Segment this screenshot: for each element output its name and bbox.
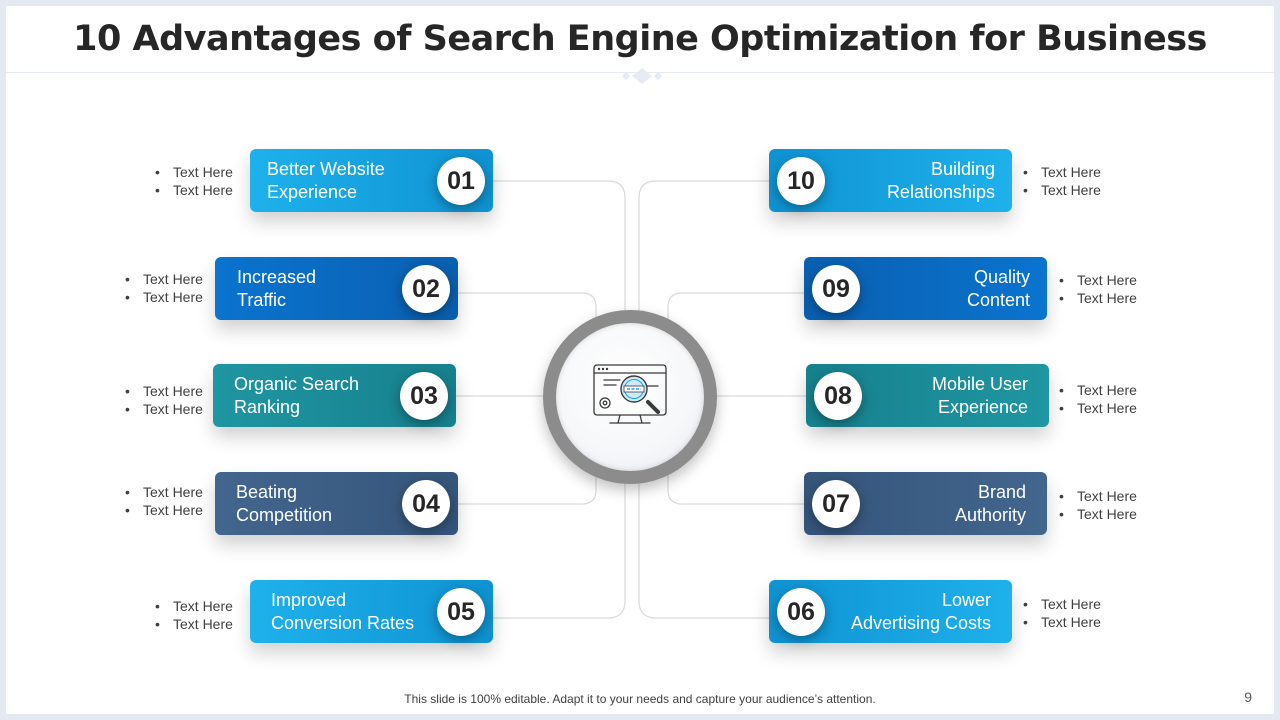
bullet-list-01: Text Here Text Here [155,163,233,199]
bullet-item: Text Here [1023,181,1101,199]
advantage-label: Organic Search Ranking [234,373,360,417]
bullet-list-03: Text Here Text Here [125,382,203,418]
bullet-item: Text Here [155,615,233,633]
number-badge: 08 [814,371,862,420]
number-badge: 01 [437,156,485,205]
number-badge: 03 [400,371,448,420]
seo-monitor-magnifier-icon [593,364,667,424]
bullet-item: Text Here [125,382,203,400]
bullet-list-05: Text Here Text Here [155,597,233,633]
advantage-label: Improved Conversion Rates [271,589,415,633]
advantage-label: Better Website Experience [267,158,385,202]
diamond-divider-icon [622,68,662,84]
number-badge: 02 [402,264,450,313]
number-badge: 05 [437,587,485,636]
advantage-card-07: 07 Brand Authority [804,472,1047,535]
advantage-card-08: 08 Mobile User Experience [806,364,1049,427]
bullet-list-06: Text Here Text Here [1023,595,1101,631]
advantage-card-04: Beating Competition 04 [215,472,458,535]
bullet-item: Text Here [1059,289,1137,307]
advantage-card-05: Improved Conversion Rates 05 [250,580,493,643]
bullet-list-08: Text Here Text Here [1059,381,1137,417]
bullet-item: Text Here [125,270,203,288]
number-badge: 04 [402,479,450,528]
bullet-item: Text Here [125,501,203,519]
header-bar: 10 Advantages of Search Engine Optimizat… [6,6,1274,73]
bullet-item: Text Here [125,400,203,418]
bullet-item: Text Here [1023,163,1101,181]
bullet-item: Text Here [125,288,203,306]
bullet-list-07: Text Here Text Here [1059,487,1137,523]
bullet-item: Text Here [155,163,233,181]
advantage-card-06: 06 Lower Advertising Costs [769,580,1012,643]
bullet-list-09: Text Here Text Here [1059,271,1137,307]
advantage-card-01: Better Website Experience 01 [250,149,493,212]
number-badge: 06 [777,587,825,636]
advantage-label: Lower Advertising Costs [850,589,991,633]
bullet-item: Text Here [1059,399,1137,417]
bullet-item: Text Here [155,181,233,199]
advantage-label: Quality Content [966,266,1030,310]
number-badge: 07 [812,479,860,528]
advantage-card-10: 10 Building Relationships [769,149,1012,212]
advantage-label: Increased Traffic [237,266,317,310]
number-badge: 09 [812,264,860,313]
bullet-item: Text Here [1023,613,1101,631]
bullet-item: Text Here [1059,271,1137,289]
advantage-card-03: Organic Search Ranking 03 [213,364,456,427]
slide-title: 10 Advantages of Search Engine Optimizat… [73,19,1207,59]
advantage-label: Brand Authority [954,481,1026,525]
number-badge: 10 [777,156,825,205]
bullet-list-10: Text Here Text Here [1023,163,1101,199]
bullet-item: Text Here [125,483,203,501]
bullet-item: Text Here [155,597,233,615]
bullet-list-02: Text Here Text Here [125,270,203,306]
bullet-list-04: Text Here Text Here [125,483,203,519]
advantage-label: Mobile User Experience [931,373,1028,417]
advantage-label: Building Relationships [886,158,995,202]
advantage-label: Beating Competition [236,481,333,525]
page-number: 9 [1244,689,1252,705]
advantage-card-09: 09 Quality Content [804,257,1047,320]
bullet-item: Text Here [1059,487,1137,505]
footer-note: This slide is 100% editable. Adapt it to… [404,692,876,706]
bullet-item: Text Here [1059,381,1137,399]
advantage-card-02: Increased Traffic 02 [215,257,458,320]
bullet-item: Text Here [1059,505,1137,523]
bullet-item: Text Here [1023,595,1101,613]
